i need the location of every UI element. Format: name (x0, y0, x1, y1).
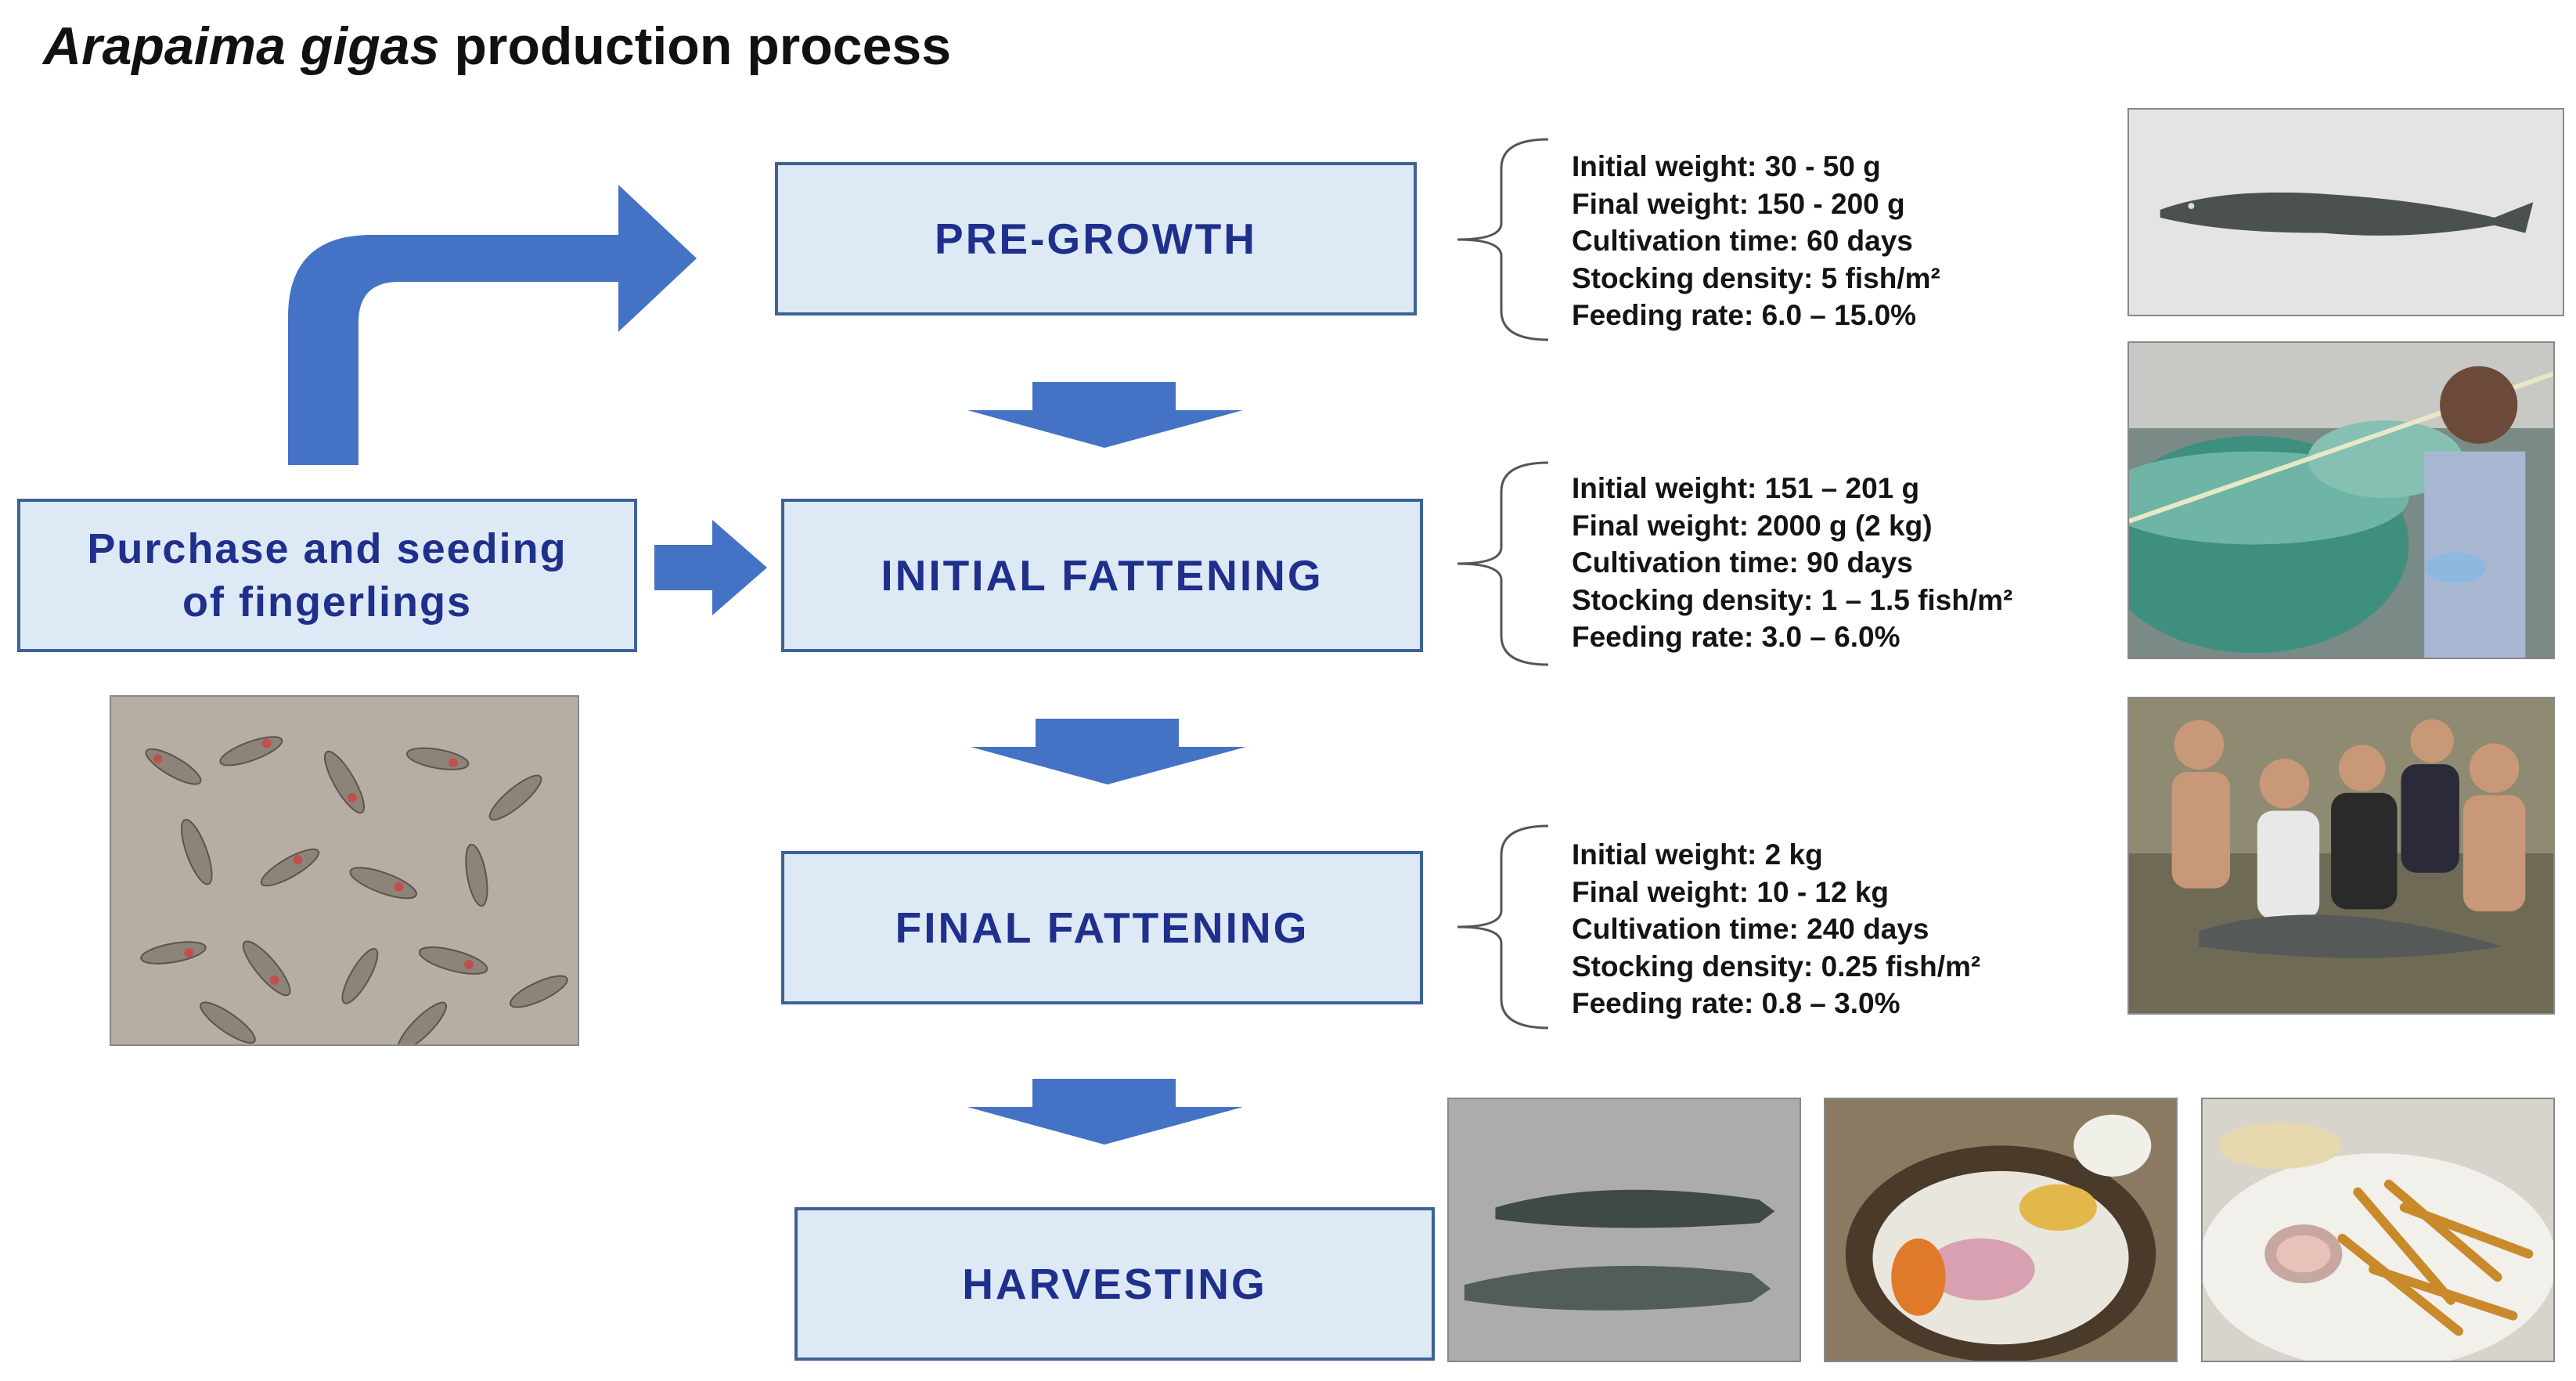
final-initial-weight: Initial weight: 2 kg (1572, 838, 1823, 871)
pregrowth-box: PRE-GROWTH (775, 162, 1417, 316)
brace-initial (1457, 461, 1549, 666)
down-arrow-3 (967, 1079, 1243, 1145)
title-rest: production process (439, 16, 952, 76)
down-arrow-1 (967, 382, 1243, 448)
initial-feeding-rate: Feeding rate: 3.0 – 6.0% (1572, 621, 1900, 653)
ceviche-photo (1824, 1098, 2178, 1362)
pregrowth-final-weight: Final weight: 150 - 200 g (1572, 187, 1905, 220)
tank-photo (2127, 341, 2555, 659)
bent-arrow (288, 185, 697, 465)
initial-info: Initial weight: 151 – 201 g Final weight… (1572, 470, 2012, 656)
fingerlings-photo (110, 695, 579, 1046)
purchase-box: Purchase and seeding of fingerlings (17, 499, 637, 652)
final-feeding-rate: Feeding rate: 0.8 – 3.0% (1572, 987, 1900, 1019)
down-arrow-2 (971, 719, 1246, 784)
final-info: Initial weight: 2 kg Final weight: 10 - … (1572, 836, 1980, 1022)
initial-initial-weight: Initial weight: 151 – 201 g (1572, 472, 1920, 504)
pregrowth-initial-weight: Initial weight: 30 - 50 g (1572, 150, 1881, 182)
pregrowth-feeding-rate: Feeding rate: 6.0 – 15.0% (1572, 299, 1917, 331)
initial-fattening-box: INITIAL FATTENING (781, 499, 1423, 652)
final-final-weight: Final weight: 10 - 12 kg (1572, 875, 1890, 908)
pregrowth-stocking-density: Stocking density: 5 fish/m² (1572, 261, 1940, 294)
pregrowth-fish-photo (2127, 108, 2564, 316)
page-title: Arapaima gigas production process (43, 16, 951, 77)
initial-cultivation-time: Cultivation time: 90 days (1572, 546, 1913, 579)
right-arrow (654, 520, 767, 615)
fried-fish-dish-photo (2201, 1098, 2555, 1362)
harvested-fish-photo (1447, 1098, 1801, 1362)
title-scientific: Arapaima gigas (43, 16, 440, 76)
people-with-fish-photo (2127, 697, 2555, 1015)
initial-final-weight: Final weight: 2000 g (2 kg) (1572, 509, 1933, 542)
brace-pregrowth (1457, 138, 1549, 341)
final-stocking-density: Stocking density: 0.25 fish/m² (1572, 950, 1981, 983)
final-cultivation-time: Cultivation time: 240 days (1572, 913, 1929, 945)
brace-final (1457, 824, 1549, 1029)
purchase-line1: Purchase and seeding (87, 525, 567, 572)
pregrowth-info: Initial weight: 30 - 50 g Final weight: … (1572, 148, 1940, 334)
initial-stocking-density: Stocking density: 1 – 1.5 fish/m² (1572, 583, 2013, 616)
pregrowth-cultivation-time: Cultivation time: 60 days (1572, 225, 1913, 257)
harvesting-box: HARVESTING (794, 1207, 1435, 1361)
purchase-line2: of fingerlings (182, 579, 472, 626)
final-fattening-box: FINAL FATTENING (781, 851, 1423, 1004)
